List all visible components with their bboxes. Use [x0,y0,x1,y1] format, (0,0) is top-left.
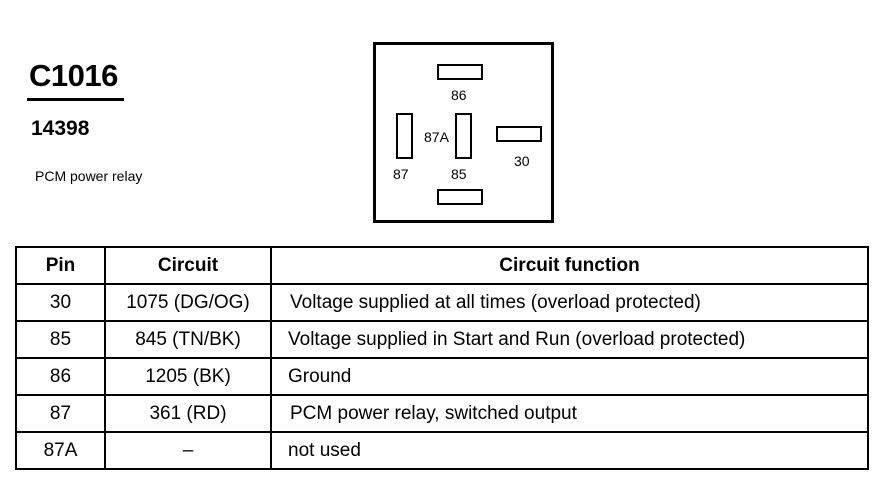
connector-id: C1016 [29,58,118,93]
cell-circuit: 1205 (BK) [104,357,272,396]
header-circuit: Circuit [104,246,272,285]
terminal-label-86: 86 [451,87,467,103]
terminal-label-30: 30 [514,153,530,169]
cell-circuit: 845 (TN/BK) [104,320,272,359]
cell-pin: 86 [15,357,106,396]
cell-pin: 87A [15,431,106,470]
header-pin: Pin [15,246,106,285]
cell-circuit: – [104,431,272,470]
terminal-87 [396,113,413,159]
cell-function: not used [270,431,869,470]
terminal-label-87A: 87A [424,129,449,145]
relay-connector-diagram: 86 87 87A 30 85 [373,42,554,223]
cell-circuit: 1075 (DG/OG) [104,283,272,322]
cell-function: Ground [270,357,869,396]
part-number: 14398 [31,117,90,140]
cell-pin: 30 [15,283,106,322]
connector-id-underline [27,98,124,101]
cell-pin: 87 [15,394,106,433]
table-row: 85 845 (TN/BK) Voltage supplied in Start… [15,320,869,359]
table-row: 86 1205 (BK) Ground [15,357,869,396]
cell-circuit: 361 (RD) [104,394,272,433]
cell-function: PCM power relay, switched output [270,394,869,433]
terminal-30 [496,126,542,142]
terminal-label-85: 85 [451,166,467,182]
terminal-label-87: 87 [393,166,409,182]
table-header-row: Pin Circuit Circuit function [15,246,869,285]
table-row: 87A – not used [15,431,869,470]
pinout-table: Pin Circuit Circuit function 30 1075 (DG… [15,246,869,470]
cell-pin: 85 [15,320,106,359]
cell-function: Voltage supplied in Start and Run (overl… [270,320,869,359]
table-row: 30 1075 (DG/OG) Voltage supplied at all … [15,283,869,322]
connector-description: PCM power relay [35,168,143,184]
terminal-86 [437,64,483,80]
cell-function: Voltage supplied at all times (overload … [270,283,869,322]
terminal-85 [437,189,483,205]
table-row: 87 361 (RD) PCM power relay, switched ou… [15,394,869,433]
terminal-87A [455,113,472,159]
header-circuit-function: Circuit function [270,246,869,285]
